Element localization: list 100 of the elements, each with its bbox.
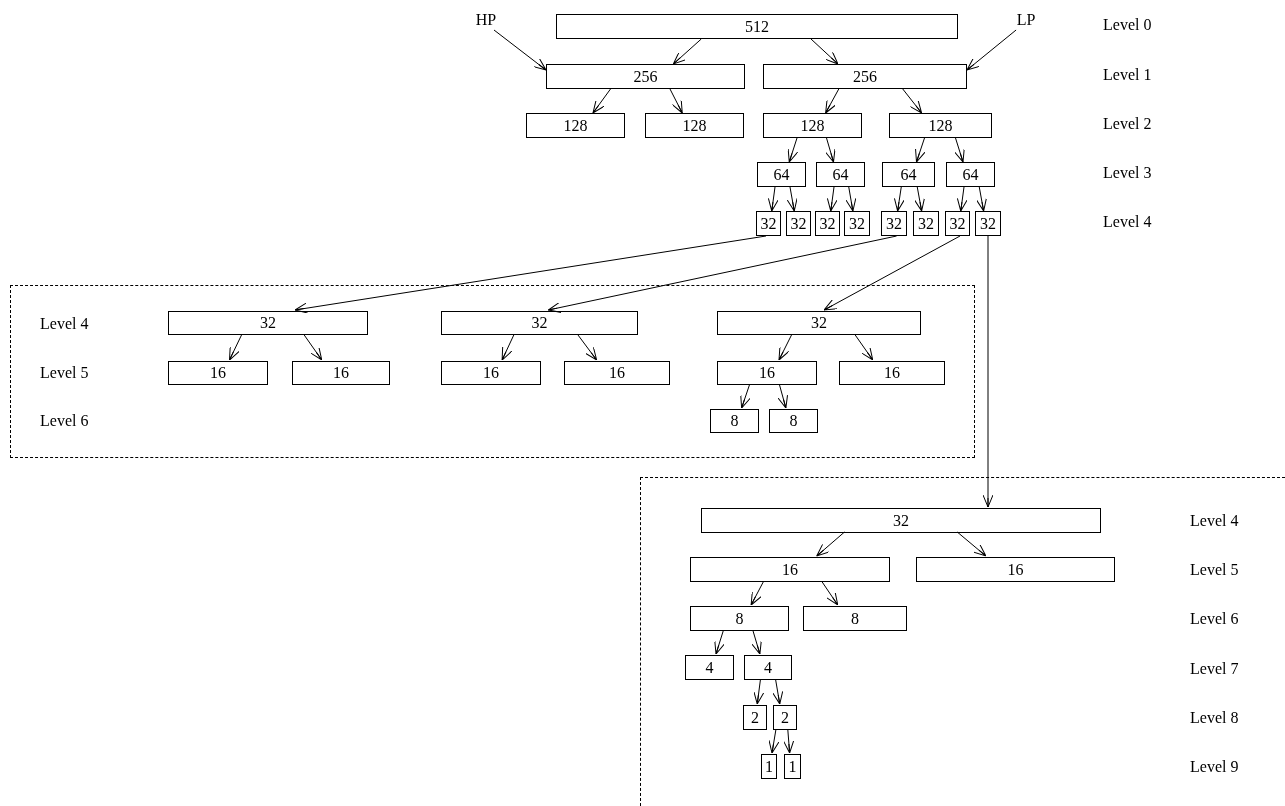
arrow (810, 38, 839, 65)
level-label: Level 3 (1103, 165, 1152, 181)
arrow (753, 678, 765, 705)
arrow (303, 333, 323, 361)
value-box: 128 (645, 113, 744, 138)
value-box: 16 (564, 361, 670, 385)
value-box: 8 (803, 606, 907, 631)
arrow (823, 235, 961, 311)
dashed-group-frame (640, 477, 1285, 806)
arrow (966, 29, 1017, 71)
level-label: Level 2 (1103, 116, 1152, 132)
arrow (914, 186, 925, 212)
arrow (956, 531, 987, 557)
value-box: 32 (815, 211, 840, 236)
arrow (767, 186, 779, 212)
arrow (816, 531, 845, 557)
node-label: HP (475, 12, 497, 28)
arrow (787, 137, 799, 163)
level-label: Level 7 (1190, 661, 1239, 677)
arrow (576, 333, 598, 361)
value-box: 256 (546, 64, 745, 89)
arrow (669, 88, 683, 114)
level-label: Level 1 (1103, 67, 1152, 83)
value-box: 16 (916, 557, 1115, 582)
value-box: 4 (744, 655, 792, 680)
arrow (845, 186, 857, 212)
arrow (915, 137, 926, 163)
value-box: 256 (763, 64, 967, 89)
arrow (982, 235, 994, 508)
arrow (778, 333, 793, 361)
arrow (672, 38, 702, 65)
value-box: 32 (756, 211, 781, 236)
value-box: 32 (701, 508, 1101, 533)
level-label: Level 0 (1103, 17, 1152, 33)
value-box: 1 (761, 754, 777, 779)
value-box: 16 (690, 557, 890, 582)
arrow (751, 629, 762, 655)
value-box: 4 (685, 655, 734, 680)
value-box: 2 (743, 705, 767, 730)
arrow (547, 235, 898, 313)
value-box: 128 (526, 113, 625, 138)
value-box: 16 (441, 361, 541, 385)
arrow (786, 186, 798, 212)
level-label: Level 5 (1190, 562, 1239, 578)
value-box: 16 (717, 361, 817, 385)
value-box: 32 (945, 211, 970, 236)
arrow (592, 88, 611, 114)
arrow (902, 88, 923, 114)
value-box: 64 (816, 162, 865, 187)
value-box: 2 (773, 705, 797, 730)
value-box: 16 (168, 361, 268, 385)
value-box: 8 (769, 409, 818, 433)
arrow (954, 137, 965, 163)
arrow (772, 678, 784, 705)
value-box: 16 (292, 361, 390, 385)
value-box: 128 (889, 113, 992, 138)
arrow (740, 383, 751, 409)
arrow (777, 383, 788, 409)
value-box: 64 (757, 162, 806, 187)
arrow (294, 235, 767, 314)
value-box: 32 (881, 211, 907, 236)
arrow (714, 629, 725, 655)
arrow (824, 137, 836, 163)
value-box: 128 (763, 113, 862, 138)
value-box: 16 (839, 361, 945, 385)
value-box: 32 (717, 311, 921, 335)
dashed-group-frame (10, 285, 975, 458)
level-label: Level 4 (40, 316, 89, 332)
arrow (893, 186, 905, 212)
arrow (826, 186, 838, 212)
level-label: Level 4 (1190, 513, 1239, 529)
value-box: 32 (913, 211, 939, 236)
value-box: 8 (710, 409, 759, 433)
value-box: 32 (786, 211, 811, 236)
level-label: Level 8 (1190, 710, 1239, 726)
level-label: Level 6 (40, 413, 89, 429)
arrow (229, 333, 243, 361)
value-box: 512 (556, 14, 958, 39)
arrow (501, 333, 515, 361)
value-box: 32 (441, 311, 638, 335)
arrow (956, 186, 968, 212)
arrow (821, 580, 839, 606)
value-box: 32 (844, 211, 870, 236)
arrow (976, 186, 987, 212)
arrow (783, 728, 795, 754)
arrow (854, 333, 874, 361)
value-box: 64 (946, 162, 995, 187)
arrow (493, 29, 547, 71)
level-label: Level 9 (1190, 759, 1239, 775)
level-label: Level 5 (40, 365, 89, 381)
level-label: Level 4 (1103, 214, 1152, 230)
value-box: 8 (690, 606, 789, 631)
value-box: 32 (975, 211, 1001, 236)
value-box: 64 (882, 162, 935, 187)
level-label: Level 6 (1190, 611, 1239, 627)
arrow (750, 580, 765, 606)
arrow (825, 88, 840, 114)
node-label: LP (1016, 12, 1036, 28)
value-box: 32 (168, 311, 368, 335)
arrow (768, 728, 780, 754)
